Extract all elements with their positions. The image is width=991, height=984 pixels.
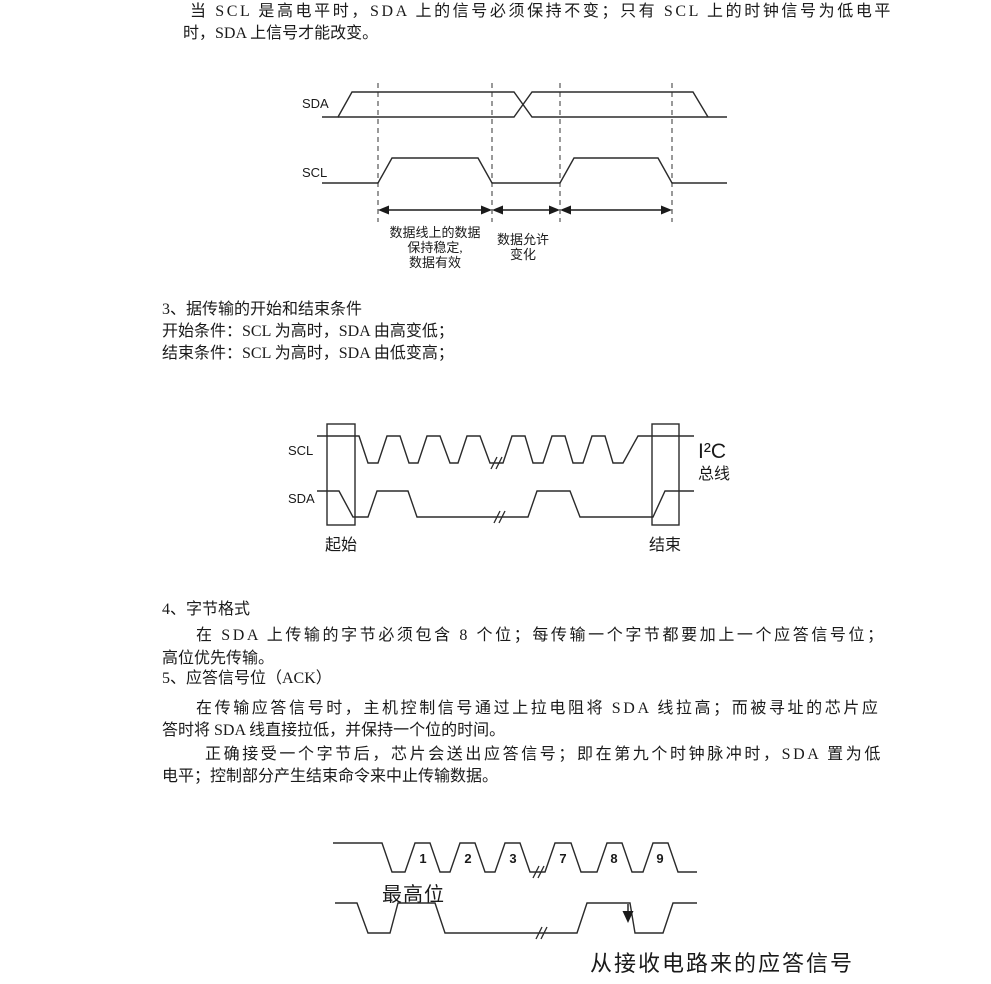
clock-pulse-number: 8 <box>610 851 617 866</box>
bus-label: 总线 <box>698 465 730 483</box>
data-validity-diagram: SDA SCL 数据线上的数据 保持稳定, 数据有效 数据允许 变化 <box>302 83 727 270</box>
data-waveform <box>335 902 697 934</box>
clock-waveform <box>333 842 697 873</box>
change-annotation-line2: 变化 <box>510 247 536 262</box>
dashed-gridlines <box>377 83 673 222</box>
section4-line-1: 在 SDA 上传输的字节必须包含 8 个位；每传输一个字节都要加上一个应答信号位… <box>196 627 886 644</box>
sda-label: SDA <box>288 491 315 506</box>
i2c-bus-label: I²C <box>698 440 726 463</box>
stable-annotation-line1: 数据线上的数据 <box>389 225 480 240</box>
section5-para1-line2: 答时将 SDA 线直接拉低，并保持一个位的时间。 <box>162 722 506 739</box>
clock-pulse-number: 3 <box>509 851 516 866</box>
stop-label: 结束 <box>649 536 681 554</box>
data-break-mark <box>535 926 548 940</box>
section5-para2-line2: 电平；控制部分产生结束命令来中止传输数据。 <box>162 768 499 785</box>
section3-heading: 3、据传输的开始和结束条件 <box>162 301 363 318</box>
start-label: 起始 <box>325 536 357 554</box>
clock-pulse-number: 9 <box>656 851 663 866</box>
clock-pulse-number: 1 <box>419 851 426 866</box>
stop-condition-box <box>651 423 680 526</box>
interval-arrows <box>378 205 672 215</box>
ack-diagram: 1 2 3 7 8 9 最高位 从接收电路来的应答信号 <box>333 842 854 976</box>
section5-para2-line1: 正确接受一个字节后，芯片会送出应答信号；即在第九个时钟脉冲时，SDA 置为低 <box>205 746 883 763</box>
sda-waveform-upper <box>322 91 727 118</box>
scl-label: SCL <box>302 165 327 180</box>
msb-label: 最高位 <box>382 883 445 906</box>
intro-line-2: 时，SDA 上信号才能改变。 <box>183 25 379 42</box>
section5-para1-line1: 在传输应答信号时，主机控制信号通过上拉电阻将 SDA 线拉高；而被寻址的芯片应 <box>196 700 881 717</box>
clock-pulse-number: 2 <box>464 851 471 866</box>
ack-pointer-arrow <box>622 904 634 923</box>
scl-waveform <box>317 435 694 464</box>
clock-pulse-number: 7 <box>559 851 566 866</box>
scl-break-mark <box>490 456 503 470</box>
sda-waveform-lower <box>338 91 709 118</box>
change-annotation-line1: 数据允许 <box>497 232 549 247</box>
sda-waveform <box>317 490 694 518</box>
sda-label: SDA <box>302 96 329 111</box>
clock-break-mark <box>532 865 545 879</box>
section3-line-1: 开始条件：SCL 为高时，SDA 由高变低； <box>162 323 454 340</box>
scl-label: SCL <box>288 443 313 458</box>
section3-line-2: 结束条件：SCL 为高时，SDA 由低变高； <box>162 345 454 362</box>
ack-source-label: 从接收电路来的应答信号 <box>590 951 854 976</box>
section4-heading: 4、字节格式 <box>162 601 251 618</box>
start-condition-box <box>326 423 356 526</box>
section4-line-2: 高位优先传输。 <box>162 650 275 667</box>
stable-annotation-line3: 数据有效 <box>409 255 461 270</box>
section5-heading: 5、应答信号位（ACK） <box>162 670 332 687</box>
scl-waveform <box>322 157 727 184</box>
intro-line-1: 当 SCL 是高电平时，SDA 上的信号必须保持不变；只有 SCL 上的时钟信号… <box>190 3 894 20</box>
start-stop-diagram: SCL SDA 起始 结束 I²C 总线 <box>288 423 730 554</box>
sda-break-mark <box>493 510 506 524</box>
stable-annotation-line2: 保持稳定, <box>407 240 462 255</box>
